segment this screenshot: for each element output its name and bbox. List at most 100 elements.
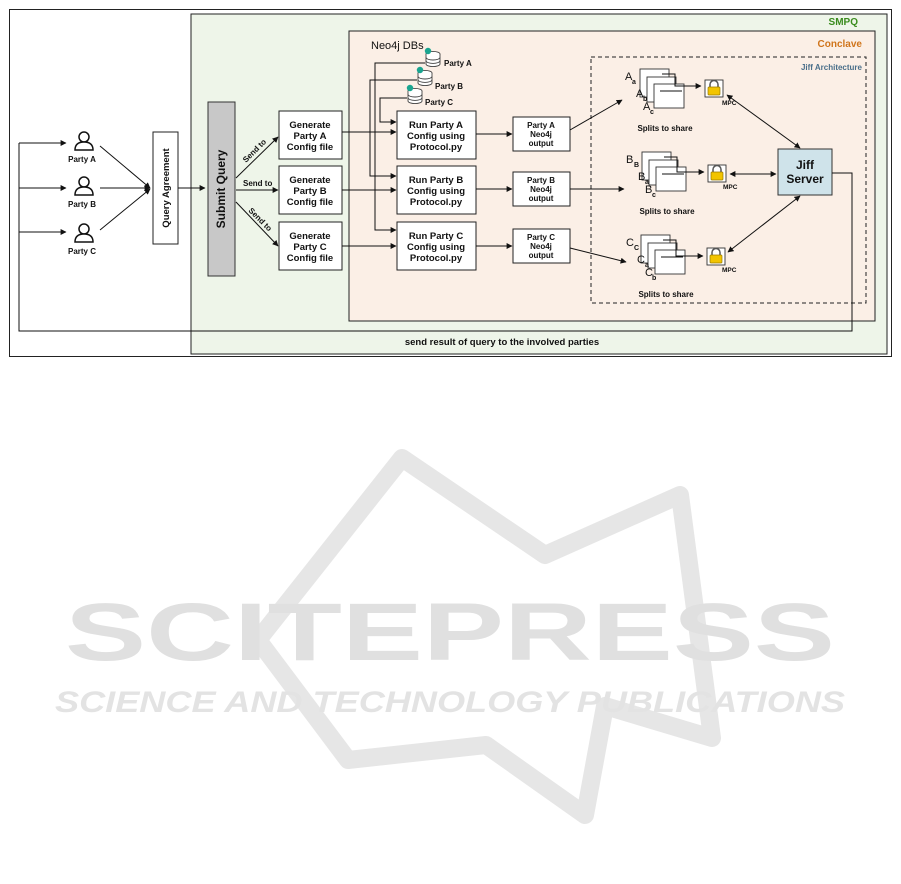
run-a-line1: Run Party A [409, 120, 463, 131]
share-a-label-3: A [643, 101, 651, 113]
lock-icon [706, 247, 726, 266]
share-a-to-mpc-line [662, 73, 702, 89]
neo4j-dbs-label: Neo4j DBs [371, 40, 424, 52]
party-b-label: Party B [68, 200, 96, 209]
share-c-label-2: C [637, 254, 645, 266]
generate-config-a-box: Generate Party A Config file [278, 110, 343, 160]
jiff-server-line1: Jiff [796, 158, 815, 172]
generate-b-line1: Generate [289, 175, 330, 186]
party-c-label: Party C [68, 247, 96, 256]
share-c-sub-2: a [645, 262, 649, 269]
mpc-node-c: MPC [706, 247, 737, 274]
mpc-node-b: MPC [707, 164, 738, 191]
output-c-line1: Party C [527, 233, 555, 242]
run-a-line3: Protocol.py [410, 142, 463, 153]
share-b-sub-2: a [645, 179, 649, 186]
output-c-line3: output [529, 251, 554, 260]
lock-icon [707, 164, 727, 183]
db-party-b-label: Party B [435, 82, 463, 91]
share-a-label-1: A [625, 71, 633, 83]
mpc-jiff-arrows [726, 94, 848, 253]
output-a-line1: Party A [527, 121, 555, 130]
query-agreement-label: Query Agreement [161, 147, 172, 227]
party-b: Party B [68, 176, 96, 209]
mpc-label-c: MPC [722, 267, 737, 274]
generate-b-line2: Party B [293, 186, 326, 197]
jiff-architecture-label: Jiff Architecture [801, 63, 863, 72]
share-b-label-1: B [626, 154, 633, 166]
share-c-label-3: C [645, 267, 653, 279]
output-party-a-box: Party A Neo4j output [512, 116, 571, 152]
run-party-b-box: Run Party B Config using Protocol.py [396, 165, 477, 215]
db-party-c-label: Party C [425, 98, 453, 107]
output-party-c-box: Party C Neo4j output [512, 228, 571, 264]
generate-a-line3: Config file [287, 142, 333, 153]
db-connectors [369, 62, 425, 233]
share-b-sub-1: B [634, 162, 639, 169]
splits-label-a: Splits to share [637, 124, 693, 133]
output-a-line2: Neo4j [530, 130, 552, 139]
submit-to-generate-arrows [235, 136, 279, 247]
party-a: Party A [68, 131, 96, 164]
output-party-b-box: Party B Neo4j output [512, 171, 571, 207]
run-c-line2: Config using [407, 242, 465, 253]
share-a-sub-1: a [632, 79, 636, 86]
watermark: SCITEPRESS SCIENCE AND TECHNOLOGY PUBLIC… [55, 449, 845, 824]
result-feedback-lines [18, 140, 853, 332]
run-to-output-arrows [476, 131, 513, 249]
jiff-server-line2: Server [786, 172, 824, 186]
mpc-label-b: MPC [723, 184, 738, 191]
smpq-label: SMPQ [829, 17, 859, 28]
share-b-sub-3: c [652, 192, 656, 199]
share-b-label-3: B [645, 184, 652, 196]
generate-c-line1: Generate [289, 231, 330, 242]
db-party-c: Party C [406, 84, 453, 107]
db-party-a: Party A [424, 47, 472, 68]
run-c-line1: Run Party C [409, 231, 464, 242]
party-a-label: Party A [68, 155, 96, 164]
run-c-line3: Protocol.py [410, 253, 463, 264]
generate-config-c-box: Generate Party C Config file [278, 221, 343, 271]
share-b-label-2: B [638, 171, 645, 183]
submit-query-box: Submit Query [207, 101, 236, 277]
conclave-label: Conclave [818, 39, 863, 50]
party-c: Party C [68, 223, 96, 256]
db-party-b: Party B [416, 66, 463, 91]
output-a-line3: output [529, 139, 554, 148]
run-party-a-box: Run Party A Config using Protocol.py [396, 110, 477, 160]
lock-icon [704, 79, 724, 98]
jiff-server-box: Jiff Server [777, 148, 833, 196]
share-c-to-mpc-line [663, 239, 704, 259]
run-b-line3: Protocol.py [410, 197, 463, 208]
run-a-line2: Config using [407, 131, 465, 142]
share-b-to-mpc-line [664, 156, 705, 175]
output-to-shares-arrows [569, 99, 627, 264]
output-b-line1: Party B [527, 176, 555, 185]
share-c-label-1: C [626, 237, 634, 249]
output-c-line2: Neo4j [530, 242, 552, 251]
send-to-label-b: Send to [243, 179, 272, 188]
run-b-line2: Config using [407, 186, 465, 197]
run-b-line1: Run Party B [409, 175, 464, 186]
party-to-agreement-arrows [99, 145, 151, 231]
generate-a-line2: Party A [294, 131, 327, 142]
share-group-c [640, 234, 686, 275]
jiff-architecture-container [590, 56, 867, 304]
generate-c-line3: Config file [287, 253, 333, 264]
splits-label-c: Splits to share [638, 290, 694, 299]
splits-label-b: Splits to share [639, 207, 695, 216]
submit-query-label: Submit Query [214, 149, 228, 228]
generate-c-line2: Party C [293, 242, 326, 253]
share-a-label-2: A [636, 88, 644, 100]
db-party-a-label: Party A [444, 59, 472, 68]
generate-a-line1: Generate [289, 120, 330, 131]
send-result-label: send result of query to the involved par… [405, 337, 599, 348]
watermark-title: SCITEPRESS [65, 587, 835, 678]
generate-to-run-arrows [342, 129, 397, 249]
output-b-line3: output [529, 194, 554, 203]
watermark-subtitle: SCIENCE AND TECHNOLOGY PUBLICATIONS [55, 686, 845, 719]
share-c-sub-1: C [634, 245, 639, 252]
output-b-line2: Neo4j [530, 185, 552, 194]
share-c-sub-3: b [652, 275, 656, 282]
